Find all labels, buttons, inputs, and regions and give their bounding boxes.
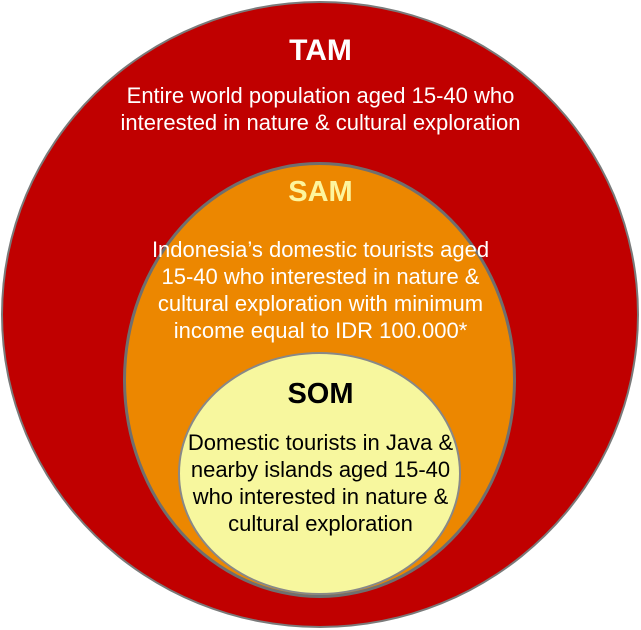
som-circle <box>178 352 461 595</box>
sam-description: Indonesia’s domestic tourists aged 15-40… <box>151 237 490 343</box>
tam-description: Entire world population aged 15-40 who i… <box>120 83 521 135</box>
som-title: SOM <box>287 378 354 410</box>
som-description: Domestic tourists in Java & nearby islan… <box>187 430 454 536</box>
sam-title: SAM <box>288 176 353 208</box>
tam-title: TAM <box>289 34 352 67</box>
